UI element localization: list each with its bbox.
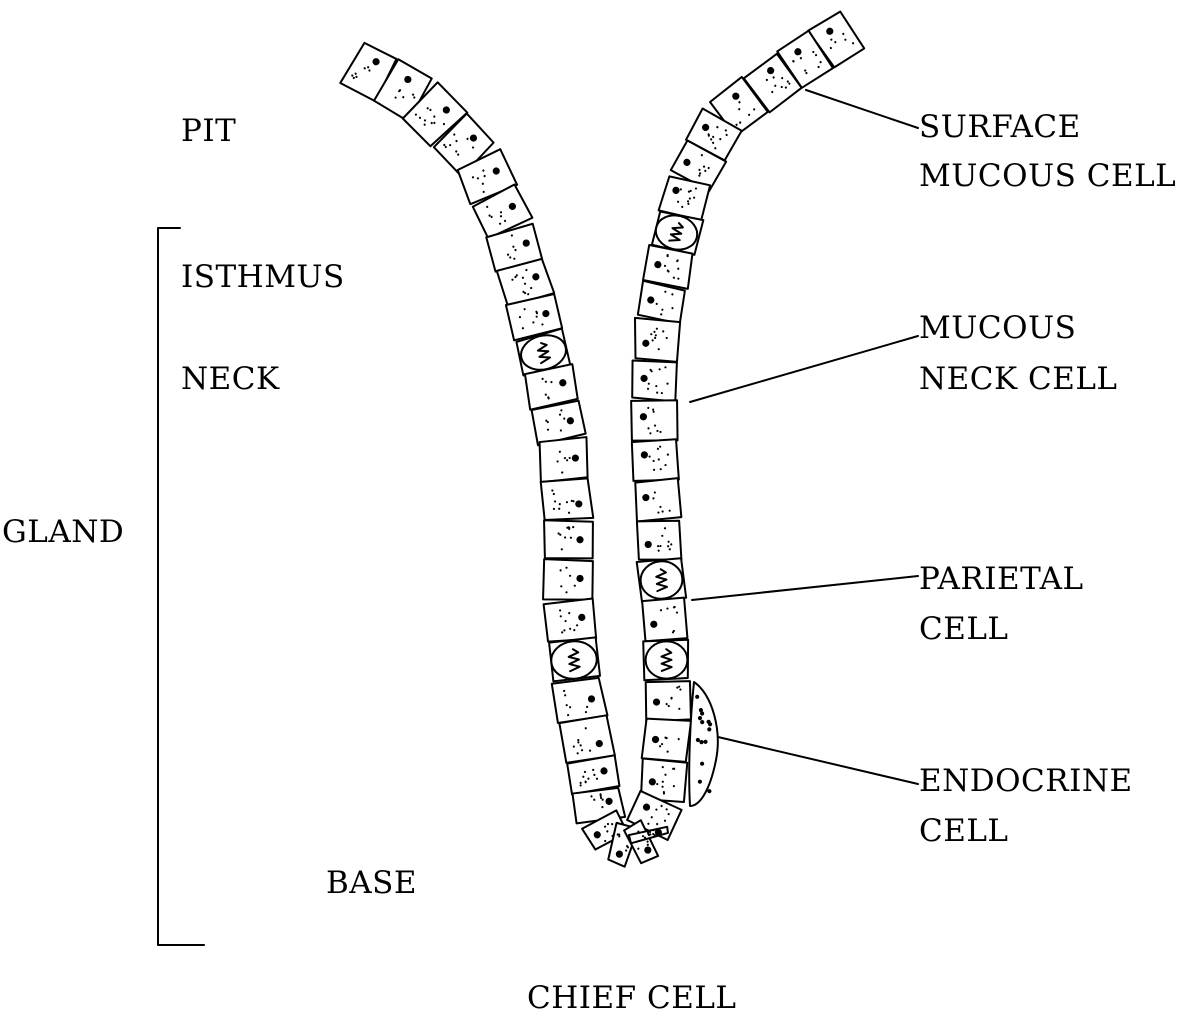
label-base: BASE — [326, 858, 417, 908]
left-epithelial-cell — [544, 520, 593, 558]
label-parietal-cell-line1: PARIETAL — [919, 554, 1084, 604]
leader-parietal-cell — [692, 576, 918, 600]
label-endocrine-cell-line1: ENDOCRINE — [919, 756, 1133, 806]
right-epithelial-cell — [642, 717, 691, 762]
label-surface-mucous-cell-line1: SURFACE — [919, 102, 1081, 152]
leader-surface-mucous-cell — [806, 90, 918, 128]
label-neck: NECK — [181, 354, 280, 404]
right-epithelial-cell — [633, 318, 680, 362]
label-pit: PIT — [181, 106, 236, 156]
label-isthmus: ISTHMUS — [181, 252, 345, 302]
left-epithelial-cell — [541, 478, 594, 521]
left-epithelial-cell — [543, 559, 593, 600]
leader-lines — [690, 90, 918, 784]
right-epithelial-cell — [632, 439, 679, 481]
left-epithelial-cell — [538, 437, 590, 482]
endocrine-cell — [689, 682, 718, 806]
label-parietal-cell-line2: CELL — [919, 604, 1009, 654]
left-epithelial-cell — [544, 598, 597, 643]
right-epithelial-cell — [631, 360, 678, 401]
left-epithelial-wall — [340, 41, 625, 825]
leader-mucous-neck-cell — [690, 336, 918, 402]
label-mucous-neck-cell-line1: MUCOUS — [919, 303, 1076, 353]
right-epithelial-wall — [627, 10, 865, 840]
leader-endocrine-cell — [718, 737, 918, 784]
label-gland: GLAND — [2, 507, 124, 557]
gland-bracket — [158, 228, 204, 945]
label-endocrine-cell-line2: CELL — [919, 806, 1009, 856]
right-epithelial-cell — [637, 519, 682, 562]
right-epithelial-cell — [631, 400, 678, 442]
right-epithelial-cell — [645, 681, 691, 721]
right-epithelial-cell — [643, 640, 689, 680]
label-chief-cell: CHIEF CELL — [527, 973, 737, 1020]
right-epithelial-cell — [642, 598, 687, 642]
left-epithelial-cell — [549, 637, 600, 681]
label-surface-mucous-cell-line2: MUCOUS CELL — [919, 151, 1176, 201]
right-epithelial-cell — [637, 558, 687, 602]
right-epithelial-cell — [635, 478, 682, 521]
label-mucous-neck-cell-line2: NECK CELL — [919, 354, 1118, 404]
